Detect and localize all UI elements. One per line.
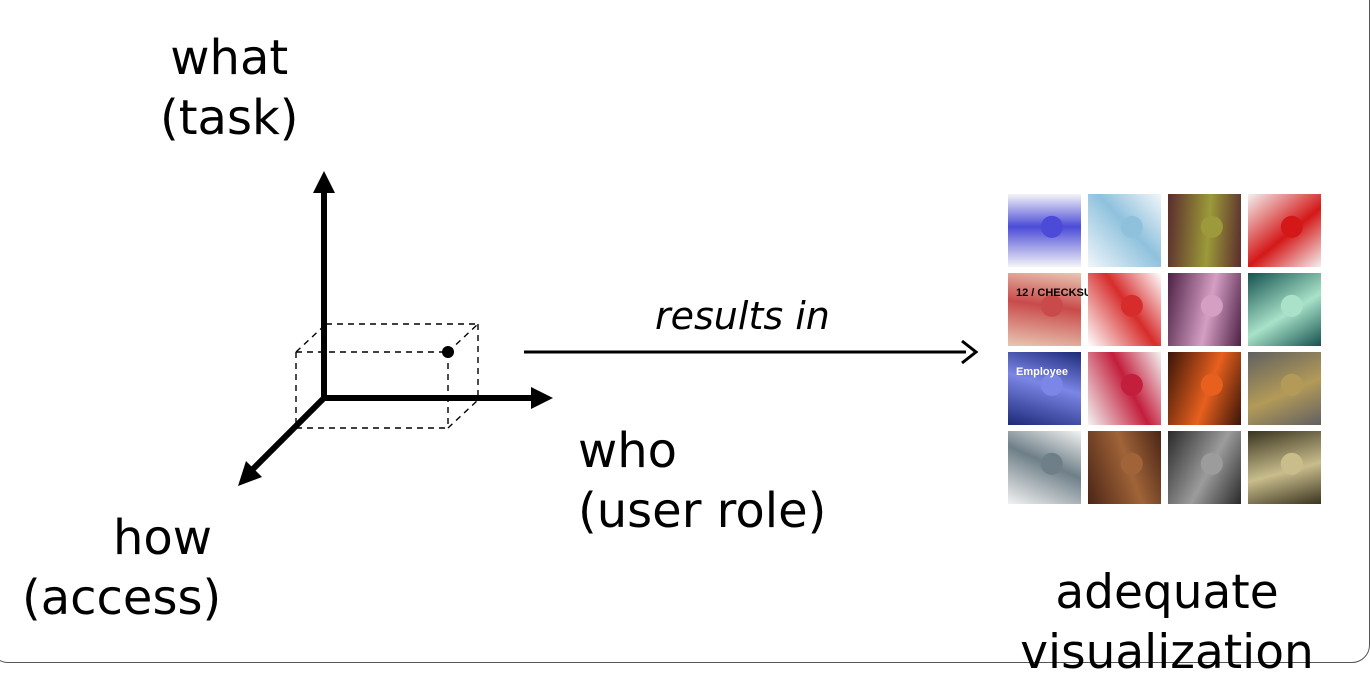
how-axis-arrow (247, 393, 329, 475)
how-arrowhead (238, 461, 262, 486)
thumb-red-network-map (1248, 194, 1321, 267)
thumb-employee-lines: Employee (1008, 352, 1081, 425)
who-label: who (578, 423, 678, 479)
thumb-checksum-map: 12 / CHECKSU (1008, 273, 1092, 346)
who-axis-label: who (user role) (578, 421, 826, 541)
thumb-word-cloud-blue (1008, 194, 1081, 267)
point-marker (442, 346, 454, 358)
thumb-circles-render (1168, 194, 1241, 267)
thumbnail-caption: Employee (1016, 366, 1068, 378)
results-in-label: results in (655, 294, 830, 338)
visualization-label: visualization (1020, 625, 1314, 680)
dashed-box (295, 323, 479, 429)
thumb-olive-typography (1248, 431, 1321, 504)
thumb-photo-mosaic (1248, 352, 1321, 425)
thumb-node-link-graph (1088, 273, 1161, 346)
thumb-purple-organic (1168, 273, 1241, 346)
what-arrowhead (313, 171, 335, 193)
task-label: (task) (160, 90, 299, 146)
visualization-thumbnail-grid: 12 / CHECKSU Employee (1008, 194, 1321, 504)
who-arrowhead (531, 387, 553, 409)
what-axis-label: what (task) (160, 28, 299, 148)
thumbnail-caption: 12 / CHECKSU (1016, 287, 1092, 299)
how-axis-label: how (access) (22, 508, 222, 628)
results-arrowhead (961, 339, 979, 365)
thumb-teal-network (1248, 273, 1321, 346)
thumb-brown-texture (1088, 431, 1161, 504)
thumb-abstract-shapes (1088, 352, 1161, 425)
thumb-bubble-chart (1088, 194, 1161, 267)
how-label: how (112, 510, 212, 566)
thumb-orange-glow (1168, 352, 1241, 425)
thumb-text-stripes (1168, 431, 1241, 504)
access-label: (access) (22, 570, 222, 626)
adequate-label: adequate (1055, 565, 1279, 620)
thumb-gray-tree (1008, 431, 1081, 504)
what-label: what (170, 30, 289, 86)
user-role-label: (user role) (578, 483, 827, 539)
result-label: adequate visualization (1004, 563, 1330, 683)
